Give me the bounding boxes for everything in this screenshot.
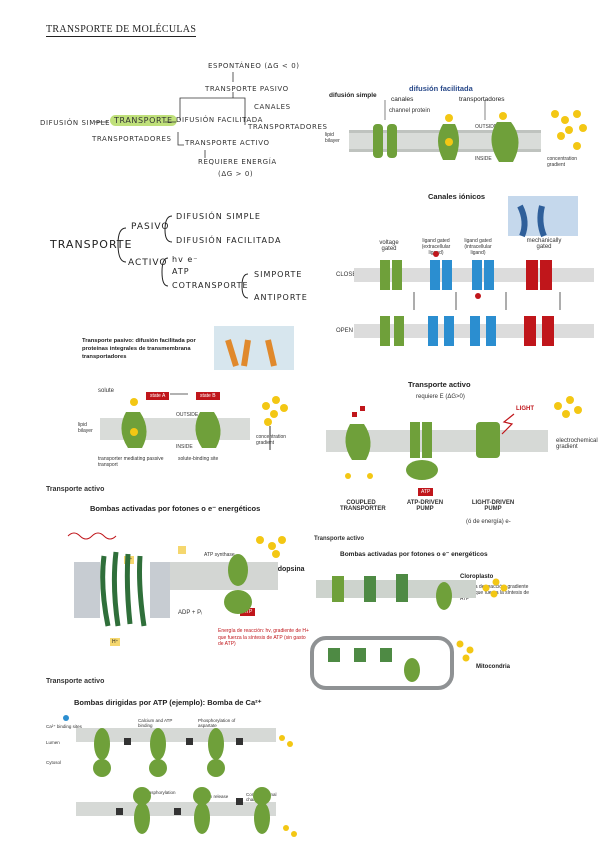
pasivo-panel: Transporte pasivo: difusión facilitada p… — [78, 326, 318, 476]
mindmap1-canales: CANALES — [254, 103, 291, 111]
ca-illustration — [63, 715, 297, 837]
transporter-label: transporter mediating passive transport — [98, 456, 164, 468]
mindmap1-center: TRANSPORTE — [110, 115, 177, 126]
page-title: TRANSPORTE DE MOLÉCULAS — [46, 24, 197, 37]
lipid-bilayer-label: lipid bilayer — [325, 132, 340, 144]
bact-title: Bombas activadas por fotones o e⁻ energé… — [90, 504, 261, 513]
mindmap2-simple: DIFUSIÓN SIMPLE — [176, 212, 261, 221]
light-label: LIGHT — [516, 406, 534, 412]
pasivo-title: Transporte pasivo: difusión facilitada p… — [82, 338, 196, 360]
mindmap1-top: ESPONTÁNEO (ΔG < 0) — [208, 62, 300, 70]
closed-label: CLOSED — [336, 272, 361, 278]
mindmap1-pasivo: TRANSPORTE PASIVO — [205, 85, 289, 93]
ligand-int-label: ligand gated (intracellular ligand) — [464, 238, 492, 256]
mindmap1-dg: (ΔG > 0) — [218, 170, 254, 178]
canales-label: canales — [391, 96, 414, 103]
solute-label: solute — [98, 388, 115, 394]
ca-step2: Calcium and ATP binding — [138, 718, 173, 728]
hplus-badge-2: H⁺ — [110, 638, 121, 646]
cloro-section: Transporte activo — [314, 536, 365, 542]
cloro-title: Bombas activadas por fotones o e⁻ energé… — [340, 551, 488, 558]
ca-section: Transporte activo — [46, 678, 105, 685]
mindmap2-facilitada: DIFUSIÓN FACILITADA — [176, 236, 282, 245]
mitocondria-label: Mitocondria — [476, 664, 510, 670]
state-a-badge: state A — [146, 392, 170, 400]
bact-adp-label: ADP + Pᵢ — [178, 610, 203, 616]
mindmap1-facilitada: DIFUSIÓN FACILITADA — [176, 116, 264, 124]
coupled-label: COUPLED TRANSPORTER — [340, 500, 386, 512]
activo-panel: Transporte activo requiere E (ΔG>0) LIGH… — [326, 376, 598, 532]
state-b-badge: state B — [196, 392, 220, 400]
mindmap2-pasivo: PASIVO — [131, 222, 170, 232]
open-label: OPEN — [336, 328, 354, 334]
mindmap2-antiporte: ANTIPORTE — [254, 293, 308, 302]
inside-label: INSIDE — [475, 156, 492, 162]
bact-section: Transporte activo — [46, 486, 105, 493]
mindmap2-activo: ACTIVO — [128, 258, 168, 268]
activo-subtitle: requiere E (ΔG>0) — [416, 394, 465, 400]
channel-protein-label: channel protein — [389, 108, 431, 114]
pasivo-illustration — [100, 326, 294, 450]
pasivo-gradient-label: concentration gradient — [256, 434, 287, 446]
canales-illustration — [354, 196, 594, 346]
pasivo-inside-label: INSIDE — [176, 444, 193, 450]
bact-energia-text: Energía de reacción: hv, gradiente de H+… — [218, 628, 309, 647]
cloro-panel: Transporte activo Bombas activadas por f… — [310, 534, 598, 694]
canales-title: Canales iónicos — [428, 192, 486, 201]
mindmap2-hv: hv e⁻ — [172, 255, 199, 264]
diffusion-illustration — [349, 100, 587, 162]
mindmap2-cotransporte: COTRANSPORTE — [172, 281, 249, 290]
mindmap2-root: TRANSPORTE — [50, 238, 133, 251]
mindmap2-atp: ATP — [172, 267, 190, 276]
canales-panel: Canales iónicos voltage gated ligand gat… — [330, 192, 598, 352]
mindmap1-transportadores: TRANSPORTADORES — [248, 123, 328, 131]
diffusion-facilitada-label: difusión facilitada — [409, 84, 473, 93]
ca-step1: Ca²⁺ binding sites — [46, 724, 82, 729]
voltage-label: voltage gated — [379, 240, 399, 252]
ca-step5: Dephosphorylation — [138, 790, 176, 795]
bact-atp-badge: ATP — [240, 608, 256, 616]
ca-step3: Phosphorylation of aspartate — [198, 718, 236, 728]
pasivo-bilayer-label: lipid bilayer — [78, 422, 93, 434]
ca-cytosol: Cytosol — [46, 760, 62, 765]
bact-illustration — [67, 532, 286, 627]
light-pump-sub: (ó de energía) e- — [466, 519, 511, 525]
mindmap1-activo: TRANSPORTE ACTIVO — [185, 139, 270, 147]
ca-panel: Transporte activo Bombas dirigidas por A… — [46, 678, 306, 844]
ca-lumen: Lumen — [46, 740, 60, 745]
binding-site-label: solute-binding site — [178, 456, 219, 462]
cloro-illustration — [310, 574, 508, 690]
mindmap1-transportadores-left: TRANSPORTADORES — [92, 135, 172, 143]
bact-panel: Transporte activo Bombas activadas por f… — [46, 486, 310, 666]
gradient-label: concentration gradient — [547, 156, 578, 168]
mindmap1-simple: DIFUSIÓN SIMPLE — [40, 119, 111, 127]
mech-label: mechanically gated — [526, 238, 562, 250]
pasivo-outside-label: OUTSIDE — [176, 412, 199, 418]
cloroplasto-label: Cloroplasto — [460, 574, 494, 580]
outside-label: OUTSIDE — [475, 124, 498, 130]
mindmap1-energia: REQUIERE ENERGÍA — [198, 158, 277, 166]
electrochemical-gradient-label: electrochemical gradient — [556, 438, 598, 450]
diffusion-panel: difusión simple difusión facilitada cana… — [325, 80, 595, 180]
activo-illustration — [326, 396, 582, 480]
atp-pump-label: ATP-DRIVEN PUMP — [406, 500, 444, 512]
light-pump-label: LIGHT-DRIVEN PUMP — [471, 500, 515, 512]
activo-title: Transporte activo — [408, 380, 471, 389]
diffusion-simple-label: difusión simple — [329, 92, 377, 99]
mindmap2-simporte: SIMPORTE — [254, 270, 303, 279]
transportadores-label: transportadores — [459, 96, 505, 103]
atp-synthase-label: ATP synthase — [204, 552, 235, 558]
ca-title: Bombas dirigidas por ATP (ejemplo): Bomb… — [74, 698, 262, 707]
ca-step6: Calcium release — [196, 794, 229, 799]
atp-badge: ATP — [418, 488, 434, 496]
